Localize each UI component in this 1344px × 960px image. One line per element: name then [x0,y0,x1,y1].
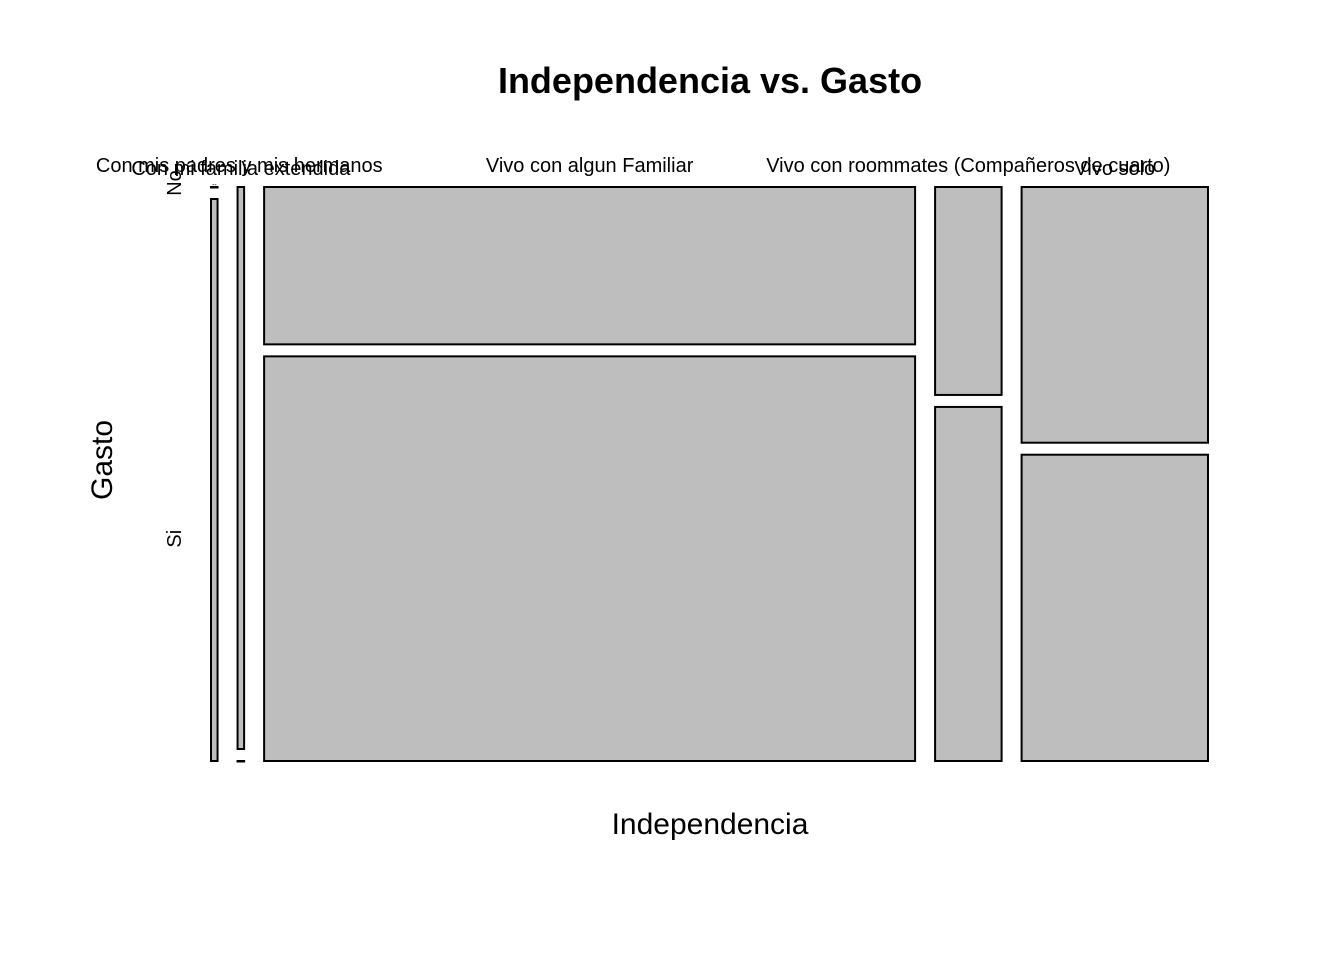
empty-cell-marker-0: -- [212,182,217,189]
x-tick-label-2: Vivo con algun Familiar [486,155,694,177]
x-tick-label-1: Con mi familia extendida [131,158,351,180]
x-tick-label-0: Con mis padres y mis hermanos [96,155,383,177]
tile-si-2 [263,355,917,762]
x-axis-label: Independencia [612,808,809,841]
y-tick-label-no: No [164,170,186,196]
empty-cell-marker-1: -- [238,758,243,765]
y-axis-label: Gasto [86,420,119,500]
tile-si-4 [1020,453,1209,762]
tile-si-1 [236,760,246,763]
tile-no-3 [934,186,1003,396]
y-tick-label-si: Si [164,530,186,548]
tile-si-3 [934,405,1003,762]
tile-no-4 [1020,186,1209,444]
tile-no-0 [210,186,219,189]
tile-si-0 [210,198,219,762]
x-tick-label-3: Vivo con roommates (Compañeros de cuarto… [766,155,1170,177]
mosaic-tiles: -- -- [210,182,1209,765]
x-tick-label-4: Vivo solo [1074,158,1155,180]
chart-title: Independencia vs. Gasto [498,60,922,101]
tile-no-2 [263,186,917,346]
tile-no-1 [236,186,246,750]
